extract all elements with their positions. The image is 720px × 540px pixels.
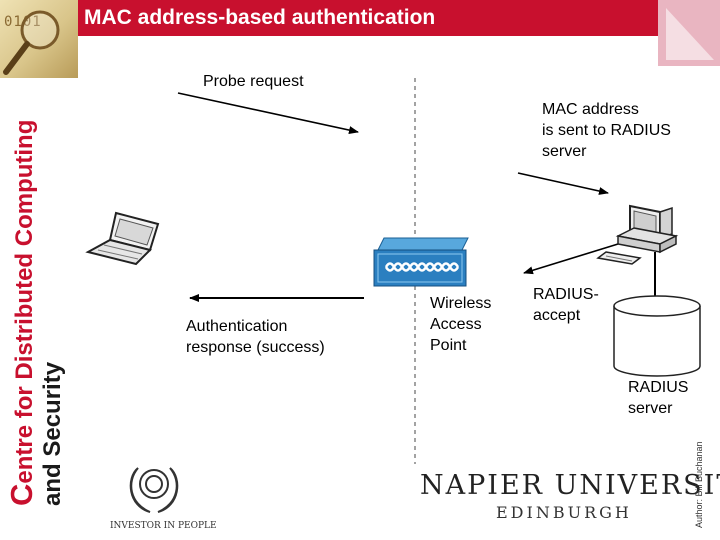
access-point-label: Wireless Access Point xyxy=(430,293,491,356)
mac-sent-line2: is sent to RADIUS xyxy=(542,122,671,139)
magnifier-logo: 0101 xyxy=(0,0,78,78)
laptop-icon xyxy=(85,211,160,266)
radius-accept-arrow xyxy=(523,243,619,275)
sidebar-band xyxy=(0,78,78,540)
title-bar xyxy=(78,0,658,36)
mac-sent-line1: MAC address xyxy=(542,101,639,118)
database-icon xyxy=(613,295,701,377)
university-city: EDINBURGH xyxy=(496,503,632,522)
auth-response-line2: response (success) xyxy=(186,339,325,356)
author-credit: Author: Bill Buchanan xyxy=(694,441,704,528)
probe-request-arrow xyxy=(177,92,359,135)
probe-request-label: Probe request xyxy=(203,73,304,90)
corner-triangle-icon xyxy=(666,8,714,60)
server-computer-icon xyxy=(596,204,679,265)
mac-to-radius-arrow xyxy=(517,172,609,195)
radius-server-line1: RADIUS xyxy=(628,379,689,396)
radius-accept-line1: RADIUS- xyxy=(533,286,599,303)
page-title: MAC address-based authentication xyxy=(84,6,436,29)
ap-line1: Wireless xyxy=(430,295,492,312)
ap-line2: Access xyxy=(430,316,482,333)
radius-accept-line2: accept xyxy=(533,307,581,324)
auth-response-label: Authentication response (success) xyxy=(186,316,325,358)
investor-in-people-label: INVESTOR IN PEOPLE xyxy=(110,521,217,531)
radius-server-label: RADIUS server xyxy=(628,377,688,419)
radius-accept-label: RADIUS- accept xyxy=(533,284,599,326)
mac-sent-line3: server xyxy=(542,143,587,160)
university-name: NAPIER UNIVERSITY xyxy=(420,470,720,501)
radius-server-line2: server xyxy=(628,400,673,417)
mac-sent-label: MAC address is sent to RADIUS server xyxy=(542,99,671,162)
investor-wreath-icon xyxy=(129,467,179,513)
corner-decoration xyxy=(658,0,720,66)
magnifier-icon xyxy=(3,10,60,75)
auth-response-line1: Authentication xyxy=(186,318,288,335)
access-point-icon xyxy=(373,237,469,287)
ap-line3: Point xyxy=(430,337,467,354)
